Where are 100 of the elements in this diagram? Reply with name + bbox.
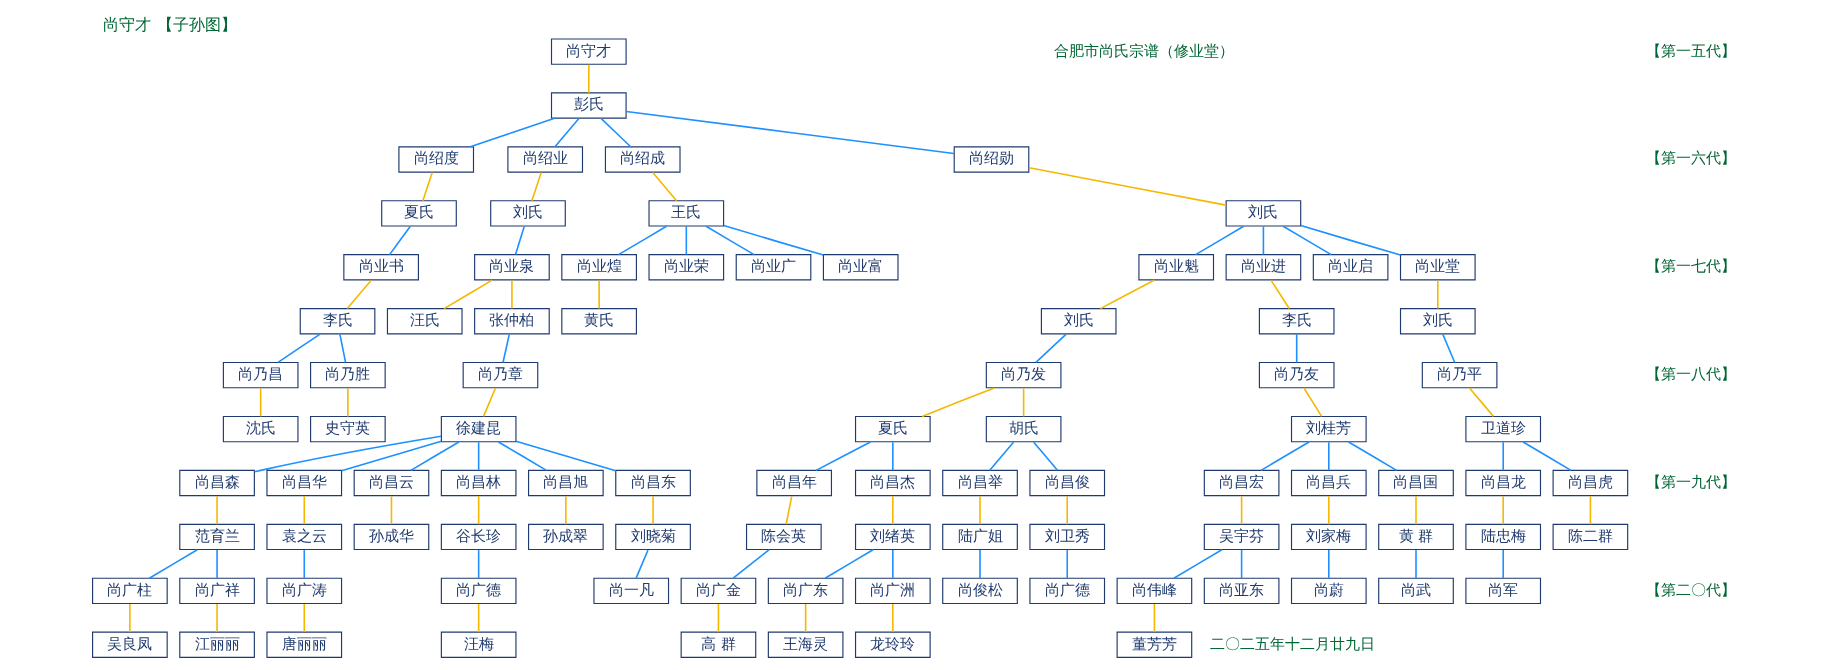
connector [921,387,996,418]
connector [565,495,567,526]
node-box: 尚昌兵 [1290,469,1367,497]
label: 【第一七代】 [1646,257,1737,276]
connector [497,441,548,472]
connector [1328,495,1330,526]
node-box: 尚乃友 [1258,361,1335,389]
node-box: 卫道珍 [1465,415,1542,443]
node-box: 孙成翠 [528,523,604,551]
node-box: 尚广柱 [92,577,168,605]
connector [477,603,480,633]
label: 【第一五代】 [1646,41,1737,60]
connector [346,279,372,310]
label: 【第一八代】 [1646,365,1737,384]
node-box: 尚业富 [822,254,899,281]
node-box: 尚广东 [767,577,844,605]
connector [514,225,526,256]
connector [554,117,580,148]
connector [388,225,412,256]
connector [600,117,632,148]
connector [1502,549,1504,579]
connector [1415,495,1417,526]
connector [511,279,513,310]
node-box: 尚业广 [735,254,812,281]
label: 二〇二五年十二月廿九日 [1209,634,1375,653]
node-box: 尚业荣 [648,254,725,281]
connector [277,333,321,364]
connector [617,225,668,256]
node-box: 尚乃平 [1421,361,1498,389]
label: 【第二〇代】 [1646,580,1737,599]
node-box: 尚一凡 [593,577,670,605]
node-box: 江丽丽 [179,631,255,658]
connector [1066,549,1069,579]
connector [625,110,955,155]
connector [1032,441,1059,472]
node-box: 李氏 [299,308,376,335]
connector [652,495,654,526]
connector [469,117,556,148]
node-box: 尚业魁 [1138,254,1215,281]
node-box: 尚乃胜 [310,361,386,389]
node-box: 尚广德 [440,577,517,605]
node-box: 唐丽丽 [266,631,343,658]
node-box: 尚绍业 [507,146,584,173]
connector [1502,495,1504,526]
node-box: 孙成华 [353,523,430,551]
node-box: 陈会英 [745,523,822,551]
connector [259,387,262,418]
connector [1282,225,1332,256]
node-box: 尚业进 [1225,254,1302,281]
connector [531,171,542,202]
node-box: 夏氏 [854,415,931,443]
node-box: 张仲柏 [474,308,550,335]
node-box: 尚昌年 [756,469,833,497]
connector [598,279,600,310]
connector [1240,495,1243,526]
connector [443,279,493,310]
node-box: 史守英 [310,415,386,443]
connector [1303,387,1323,418]
node-box: 尚蔚 [1290,577,1367,605]
node-box: 刘氏 [1040,308,1117,335]
node-box: 尚广金 [680,577,757,605]
label: 【第一六代】 [1646,149,1737,168]
label: 合肥市尚氏宗谱（修业堂） [1054,41,1235,60]
node-box: 徐建昆 [440,415,517,443]
node-box: 汪氏 [386,308,463,335]
diagram-title: 尚守才 【子孙图】 [103,15,237,35]
node-box: 尚昌森 [179,469,255,497]
node-box: 尚昌宏 [1203,469,1280,497]
connector [339,333,347,364]
connector [1415,549,1417,579]
node-box: 汪梅 [440,631,517,658]
connector [1194,225,1245,256]
node-box: 刘氏 [1399,308,1476,335]
connector [1260,441,1310,472]
node-box: 刘氏 [490,200,566,227]
connector [1066,495,1069,526]
connector [1502,441,1504,472]
node-box: 尚昌华 [266,469,343,497]
node-box: 尚昌俊 [1029,469,1106,497]
node-box: 范育兰 [179,523,255,551]
node-box: 尚业启 [1312,254,1389,281]
node-box: 尚昌虎 [1552,469,1629,497]
node-box: 刘绪英 [854,523,931,551]
connector [1300,224,1402,256]
connector [1153,603,1156,633]
connector [1328,441,1330,472]
connector [705,225,755,256]
node-box: 尚昌杰 [854,469,931,497]
connector [717,603,720,633]
node-box: 王海灵 [767,631,844,658]
node-box: 尚广涛 [266,577,343,605]
node-box: 吴宇芬 [1203,523,1280,551]
connector [477,441,480,472]
connector [340,440,443,472]
connector [1028,167,1227,206]
node-box: 尚乃发 [985,361,1062,389]
connector [892,441,894,472]
node-box: 尚业书 [343,254,419,281]
node-box: 尚绍度 [398,146,475,173]
connector [1437,279,1439,310]
